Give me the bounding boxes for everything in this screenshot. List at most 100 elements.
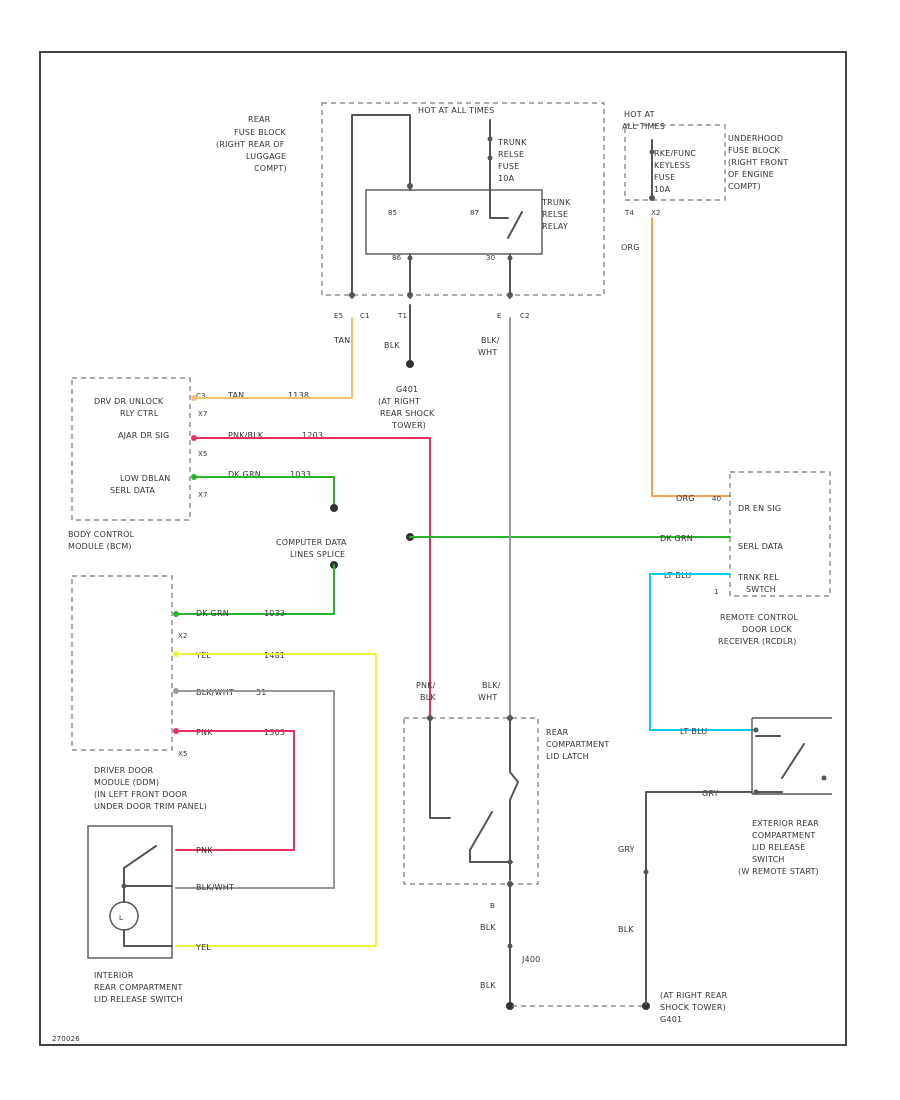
svg-text:40: 40 [712, 495, 721, 503]
svg-text:1033: 1033 [264, 609, 285, 618]
svg-text:BODY CONTROL: BODY CONTROL [68, 530, 135, 539]
svg-text:LOW DBLAN: LOW DBLAN [120, 474, 170, 483]
svg-text:L: L [119, 914, 123, 922]
svg-text:BLK/: BLK/ [481, 336, 500, 345]
svg-text:DR EN SIG: DR EN SIG [738, 504, 781, 513]
rear-compartment-lid-latch: PNK/ BLK BLK/ WHT REAR COMPARTMENT LID L… [403, 681, 609, 885]
svg-text:GRY: GRY [702, 789, 719, 798]
svg-text:DK GRN: DK GRN [228, 470, 261, 479]
svg-text:COMPT): COMPT) [254, 164, 287, 173]
svg-text:EXTERIOR REAR: EXTERIOR REAR [752, 819, 819, 828]
svg-text:X2: X2 [651, 209, 661, 217]
svg-text:E5: E5 [334, 312, 343, 320]
svg-text:86: 86 [392, 254, 402, 262]
svg-text:J400: J400 [521, 955, 540, 964]
svg-text:SHOCK TOWER): SHOCK TOWER) [660, 1003, 726, 1012]
svg-text:(RIGHT REAR OF: (RIGHT REAR OF [216, 140, 285, 149]
svg-text:51: 51 [256, 688, 267, 697]
svg-text:LID LATCH: LID LATCH [546, 752, 589, 761]
svg-text:COMPUTER DATA: COMPUTER DATA [276, 538, 347, 547]
svg-text:LID RELEASE: LID RELEASE [752, 843, 805, 852]
body-control-module: DRV DR UNLOCK RLY CTRL C3 TAN 1138 X7 AJ… [68, 377, 323, 551]
svg-text:LINES SPLICE: LINES SPLICE [290, 550, 345, 559]
rear-fuse-block: HOT AT ALL TIMES REAR FUSE BLOCK (RIGHT … [216, 102, 605, 296]
svg-text:LUGGAGE: LUGGAGE [246, 152, 286, 161]
svg-text:BLK: BLK [384, 341, 400, 350]
svg-text:DK GRN: DK GRN [196, 609, 229, 618]
svg-text:HOT AT ALL TIMES: HOT AT ALL TIMES [418, 106, 494, 115]
svg-text:DRV DR UNLOCK: DRV DR UNLOCK [94, 397, 164, 406]
svg-text:C2: C2 [520, 312, 530, 320]
svg-text:FUSE BLOCK: FUSE BLOCK [728, 146, 780, 155]
svg-text:PNK: PNK [196, 728, 213, 737]
svg-text:RLY CTRL: RLY CTRL [120, 409, 159, 418]
svg-text:FUSE BLOCK: FUSE BLOCK [234, 128, 286, 137]
svg-text:DRIVER DOOR: DRIVER DOOR [94, 766, 153, 775]
svg-text:1138: 1138 [288, 391, 309, 400]
svg-text:REAR: REAR [248, 115, 271, 124]
svg-text:1481: 1481 [264, 651, 285, 660]
svg-text:YEL: YEL [195, 943, 211, 952]
svg-text:REMOTE CONTROL: REMOTE CONTROL [720, 613, 799, 622]
svg-text:WHT: WHT [478, 693, 497, 702]
driver-door-module: X2 DK GRN 1033 YEL 1481 BLK/WHT 51 PNK 1… [71, 575, 285, 811]
svg-text:ORG: ORG [621, 243, 640, 252]
svg-text:GRY: GRY [618, 845, 635, 854]
svg-text:LID RELEASE SWITCH: LID RELEASE SWITCH [94, 995, 183, 1004]
svg-text:1203: 1203 [302, 431, 323, 440]
svg-text:BLK: BLK [420, 693, 436, 702]
svg-text:1303: 1303 [264, 728, 285, 737]
svg-text:DK GRN: DK GRN [660, 534, 693, 543]
svg-text:DOOR LOCK: DOOR LOCK [742, 625, 793, 634]
svg-text:(AT RIGHT: (AT RIGHT [378, 397, 420, 406]
svg-text:C3: C3 [196, 392, 206, 400]
svg-text:PNK: PNK [196, 846, 213, 855]
svg-text:AJAR DR SIG: AJAR DR SIG [118, 431, 169, 440]
exterior-rear-compartment-lid-release-switch: LT BLU GRY EXTERIOR REAR COMPARTMENT LID… [680, 717, 832, 876]
svg-text:SWITCH: SWITCH [752, 855, 785, 864]
svg-text:1033: 1033 [290, 470, 311, 479]
svg-text:FUSE: FUSE [654, 173, 675, 182]
ground-g401-bottom: (AT RIGHT REAR SHOCK TOWER) G401 [660, 991, 727, 1024]
svg-text:X7: X7 [198, 491, 208, 499]
svg-text:YEL: YEL [195, 651, 211, 660]
computer-data-lines-splice: COMPUTER DATA LINES SPLICE [276, 533, 414, 569]
figure-id: 270026 [52, 1035, 80, 1043]
svg-text:TOWER): TOWER) [391, 421, 426, 430]
svg-text:HOT AT: HOT AT [624, 110, 655, 119]
svg-text:X5: X5 [198, 450, 208, 458]
svg-text:T1: T1 [397, 312, 407, 320]
svg-text:RKE/FUNC: RKE/FUNC [654, 149, 696, 158]
svg-text:ORG: ORG [676, 494, 695, 503]
svg-text:COMPARTMENT: COMPARTMENT [546, 740, 609, 749]
svg-text:BLK: BLK [618, 925, 634, 934]
svg-text:X2: X2 [178, 632, 188, 640]
svg-text:RECEIVER (RCDLR): RECEIVER (RCDLR) [718, 637, 797, 646]
svg-text:B: B [490, 902, 495, 910]
ground-g401-top: G401 (AT RIGHT REAR SHOCK TOWER) [378, 385, 435, 430]
svg-text:OF ENGINE: OF ENGINE [728, 170, 774, 179]
svg-text:PNK/: PNK/ [416, 681, 436, 690]
remote-control-door-lock-receiver: ORG 40 DR EN SIG DK GRN SERL DATA LT BLU… [660, 471, 831, 646]
svg-text:(IN LEFT FRONT DOOR: (IN LEFT FRONT DOOR [94, 790, 188, 799]
svg-text:BLK: BLK [480, 981, 496, 990]
svg-text:BLK/WHT: BLK/WHT [196, 688, 234, 697]
svg-text:BLK/: BLK/ [482, 681, 501, 690]
svg-text:KEYLESS: KEYLESS [654, 161, 690, 170]
svg-text:COMPT): COMPT) [728, 182, 761, 191]
svg-text:SERL DATA: SERL DATA [110, 486, 155, 495]
svg-text:LT BLU: LT BLU [664, 571, 691, 580]
svg-text:E: E [497, 312, 502, 320]
svg-text:REAR SHOCK: REAR SHOCK [380, 409, 435, 418]
svg-text:10A: 10A [654, 185, 671, 194]
diagram-frame [39, 51, 847, 1046]
svg-text:10A: 10A [498, 174, 515, 183]
svg-text:G401: G401 [396, 385, 418, 394]
svg-text:RELAY: RELAY [542, 222, 568, 231]
svg-text:LT BLU: LT BLU [680, 727, 707, 736]
svg-text:SWTCH: SWTCH [746, 585, 776, 594]
svg-text:MODULE (DDM): MODULE (DDM) [94, 778, 159, 787]
svg-text:ALL TIMES: ALL TIMES [622, 122, 665, 131]
svg-text:1: 1 [714, 588, 719, 596]
